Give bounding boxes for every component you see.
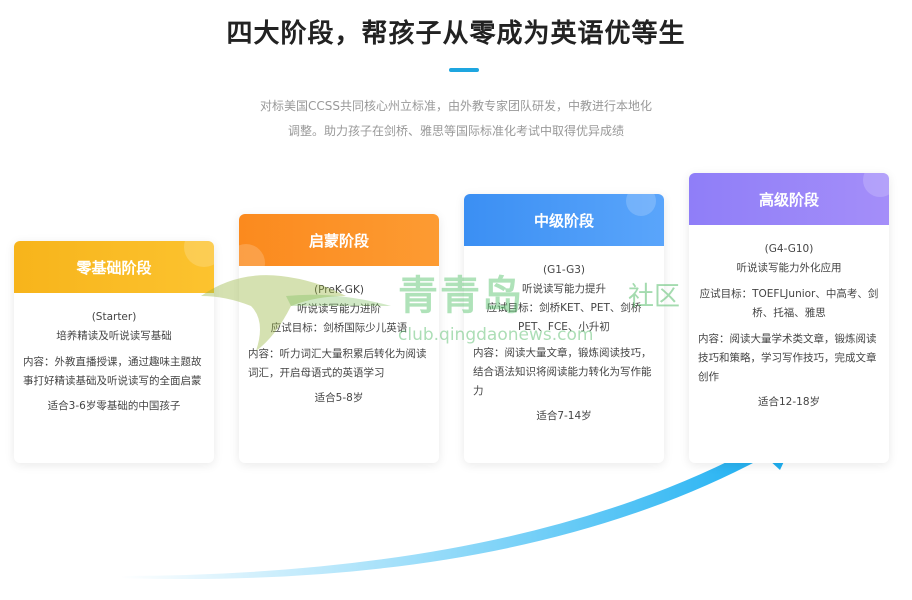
stage-card-intermediate: 中级阶段 (G1-G3) 听说读写能力提升 应试目标：剑桥KET、PET、剑桥P… [464, 194, 664, 463]
stage-focus: 听说读写能力进阶 [297, 303, 381, 315]
stage-card-header: 启蒙阶段 [239, 214, 439, 266]
stage-title: 零基础阶段 [76, 258, 152, 277]
stage-card-prek: 启蒙阶段 (PreK-GK) 听说读写能力进阶 应试目标：剑桥国际少儿英语 内容… [239, 214, 439, 463]
stage-card-header: 高级阶段 [689, 173, 889, 225]
stage-focus: 听说读写能力外化应用 [736, 262, 842, 274]
stage-title: 启蒙阶段 [308, 231, 369, 250]
title-underline [449, 68, 479, 72]
stage-content: 内容：阅读大量文章，锻炼阅读技巧，结合语法知识将阅读能力转化为写作能力 [473, 347, 652, 397]
stage-title: 中级阶段 [533, 211, 594, 230]
stage-goal: 应试目标：剑桥KET、PET、剑桥PET、FCE、小升初 [486, 302, 642, 333]
stage-level: (G1-G3) [543, 264, 585, 276]
watermark-url: club.qingdaonews.com [398, 325, 594, 345]
stage-focus: 听说读写能力提升 [522, 283, 606, 295]
stage-card-advanced: 高级阶段 (G4-G10) 听说读写能力外化应用 应试目标：TOEFLJunio… [689, 173, 889, 463]
watermark-community: 社区 [628, 282, 681, 312]
watermark-name: 青青岛 [398, 273, 524, 319]
stage-focus: 培养精读及听说读写基础 [56, 330, 172, 342]
stage-goal: 应试目标：TOEFLJunior、中高考、剑桥、托福、雅思 [699, 288, 879, 319]
stage-level: (Starter) [91, 311, 137, 323]
stage-age: 适合5-8岁 [314, 392, 364, 404]
stage-goal: 应试目标：剑桥国际少儿英语 [270, 322, 408, 334]
stage-card-header: 零基础阶段 [14, 241, 214, 293]
stage-content: 内容：外教直播授课，通过趣味主题故事打好精读基础及听说读写的全面启蒙 [23, 356, 202, 387]
stage-age: 适合3-6岁零基础的中国孩子 [47, 400, 181, 412]
stage-title: 高级阶段 [758, 190, 819, 209]
stage-age: 适合7-14岁 [536, 410, 592, 422]
subtitle-line-2: 调整。助力孩子在剑桥、雅思等国际标准化考试中取得优异成绩 [287, 124, 624, 138]
stage-age: 适合12-18岁 [757, 396, 820, 408]
stage-content: 内容：阅读大量学术类文章，锻炼阅读技巧和策略，学习写作技巧，完成文章创作 [698, 333, 877, 383]
watermark-mountain-icon [201, 275, 391, 351]
subtitle-line-1: 对标美国CCSS共同核心州立标准，由外教专家团队研发，中教进行本地化 [260, 99, 652, 113]
stage-content: 内容：听力词汇大量积累后转化为阅读词汇，开启母语式的英语学习 [248, 348, 427, 379]
stage-card-starter: 零基础阶段 (Starter) 培养精读及听说读写基础 内容：外教直播授课，通过… [14, 241, 214, 463]
page-title: 四大阶段，帮孩子从零成为英语优等生 [226, 19, 686, 49]
stage-card-header: 中级阶段 [464, 194, 664, 246]
stage-level: (G4-G10) [764, 243, 814, 255]
stage-level: (PreK-GK) [314, 284, 364, 296]
